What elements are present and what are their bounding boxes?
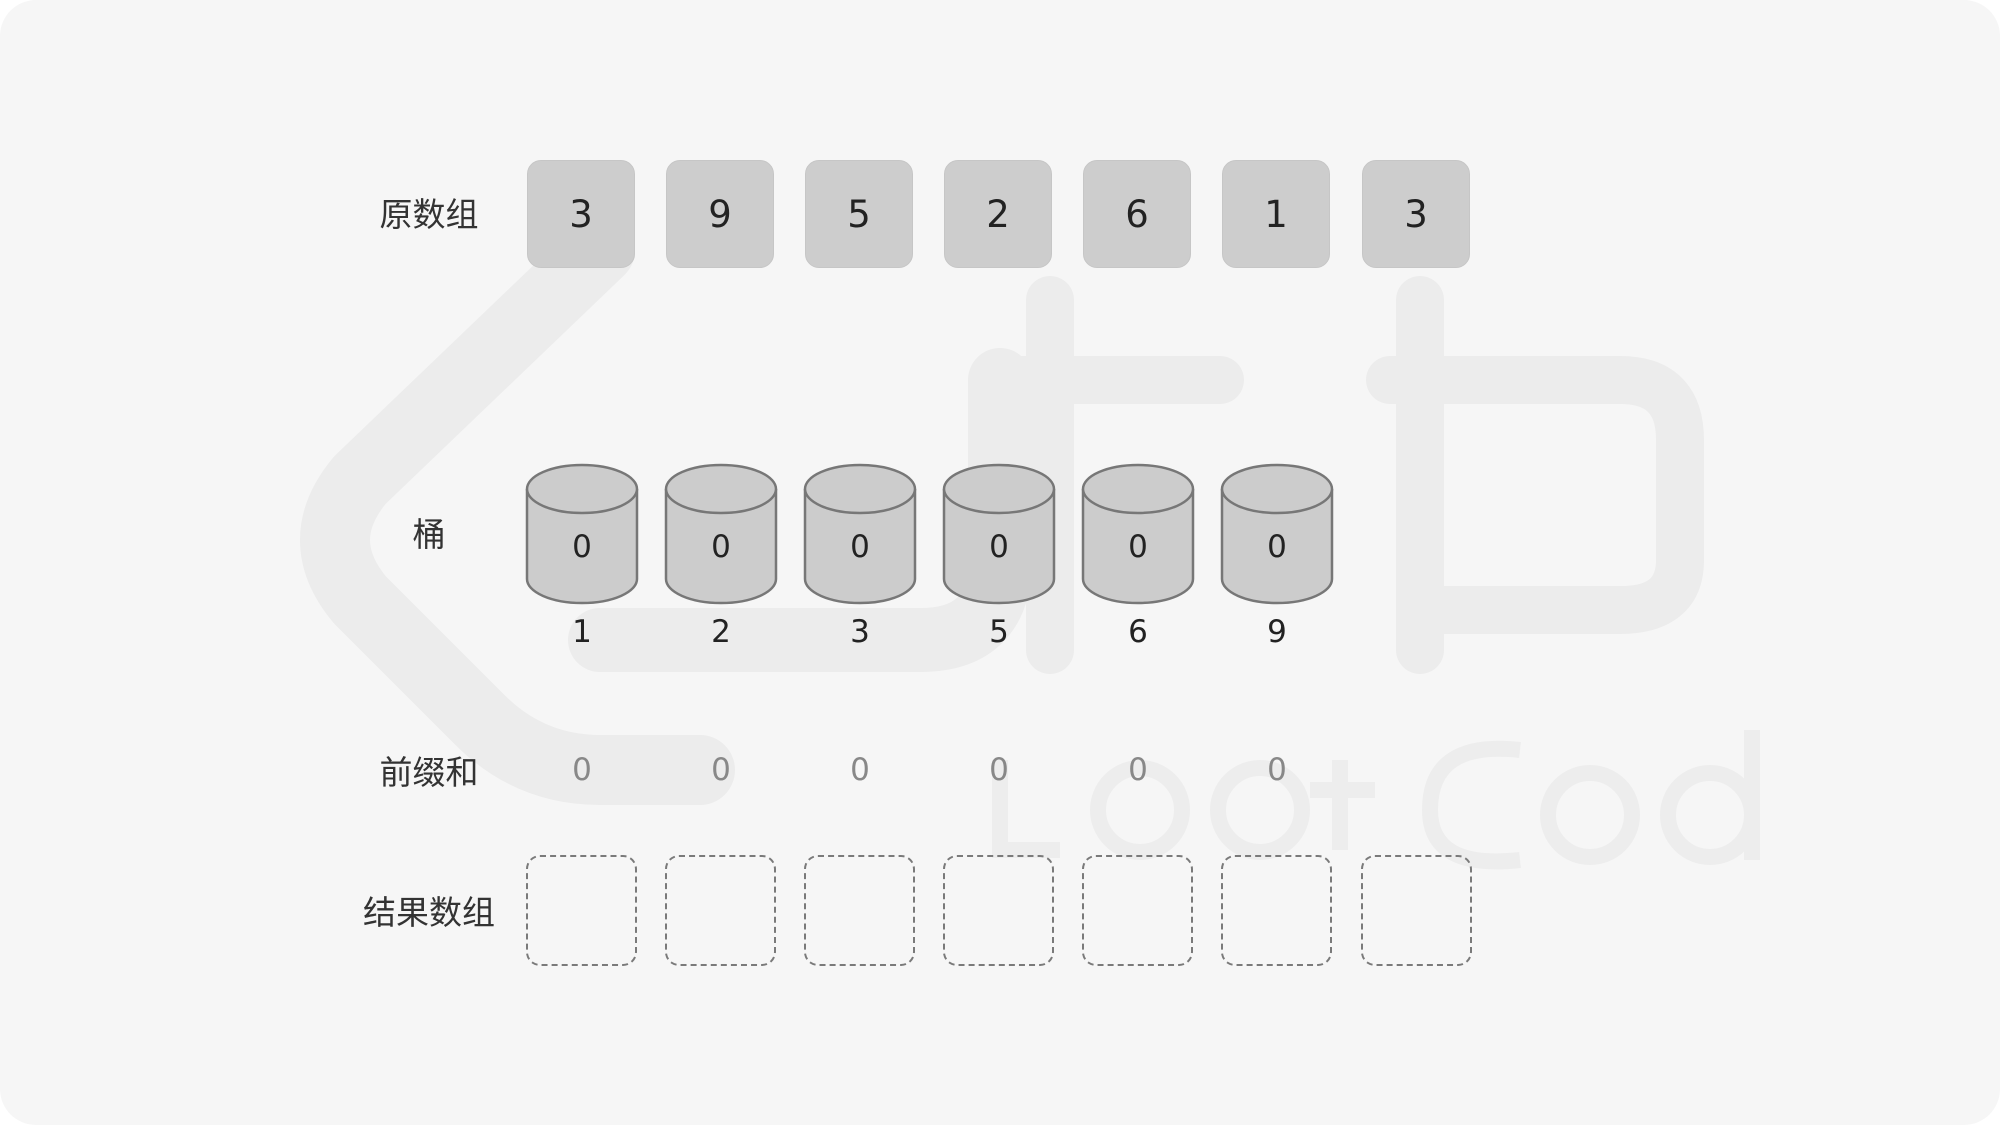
- original-array-cell: 9: [666, 160, 774, 268]
- cylinder-icon: [803, 463, 917, 605]
- result-array-cell: [943, 855, 1054, 966]
- cylinder-icon: [525, 463, 639, 605]
- original-array-cell: 3: [1362, 160, 1470, 268]
- result-array-label: 结果数组: [363, 893, 495, 932]
- result-array-cell: [665, 855, 776, 966]
- bucket-count: 0: [989, 529, 1009, 565]
- prefix-sum-value: 0: [989, 752, 1009, 788]
- bucket-cylinder: 0: [803, 463, 917, 605]
- prefix-sum-value: 0: [1128, 752, 1148, 788]
- cylinder-icon: [1081, 463, 1195, 605]
- bucket-cylinder: 0: [525, 463, 639, 605]
- result-array-cell: [1361, 855, 1472, 966]
- bucket-key: 3: [850, 614, 870, 650]
- prefix-sum-label: 前缀和: [379, 753, 479, 792]
- prefix-sum-value: 0: [1267, 752, 1287, 788]
- bucket-count: 0: [572, 529, 592, 565]
- bucket-key: 6: [1128, 614, 1148, 650]
- bucket-cylinder: 0: [664, 463, 778, 605]
- cylinder-icon: [942, 463, 1056, 605]
- prefix-sum-value: 0: [850, 752, 870, 788]
- bucket-key: 2: [711, 614, 731, 650]
- prefix-sum-value: 0: [711, 752, 731, 788]
- bucket-key: 1: [572, 614, 592, 650]
- original-array-cell: 6: [1083, 160, 1191, 268]
- bucket-count: 0: [850, 529, 870, 565]
- bucket-cylinder: 0: [942, 463, 1056, 605]
- bucket-cylinder: 0: [1220, 463, 1334, 605]
- original-array-cell: 5: [805, 160, 913, 268]
- bucket-key: 9: [1267, 614, 1287, 650]
- result-array-cell: [526, 855, 637, 966]
- result-array-cell: [1082, 855, 1193, 966]
- original-array-cell: 2: [944, 160, 1052, 268]
- bucket-count: 0: [1128, 529, 1148, 565]
- cylinder-icon: [1220, 463, 1334, 605]
- prefix-sum-value: 0: [572, 752, 592, 788]
- result-array-cell: [804, 855, 915, 966]
- result-array-cell: [1221, 855, 1332, 966]
- bucket-cylinder: 0: [1081, 463, 1195, 605]
- cylinder-icon: [664, 463, 778, 605]
- original-array-label: 原数组: [379, 195, 479, 234]
- bucket-count: 0: [1267, 529, 1287, 565]
- original-array-cell: 3: [527, 160, 635, 268]
- bucket-key: 5: [989, 614, 1009, 650]
- original-array-cell: 1: [1222, 160, 1330, 268]
- bucket-count: 0: [711, 529, 731, 565]
- bucket-label: 桶: [412, 515, 446, 554]
